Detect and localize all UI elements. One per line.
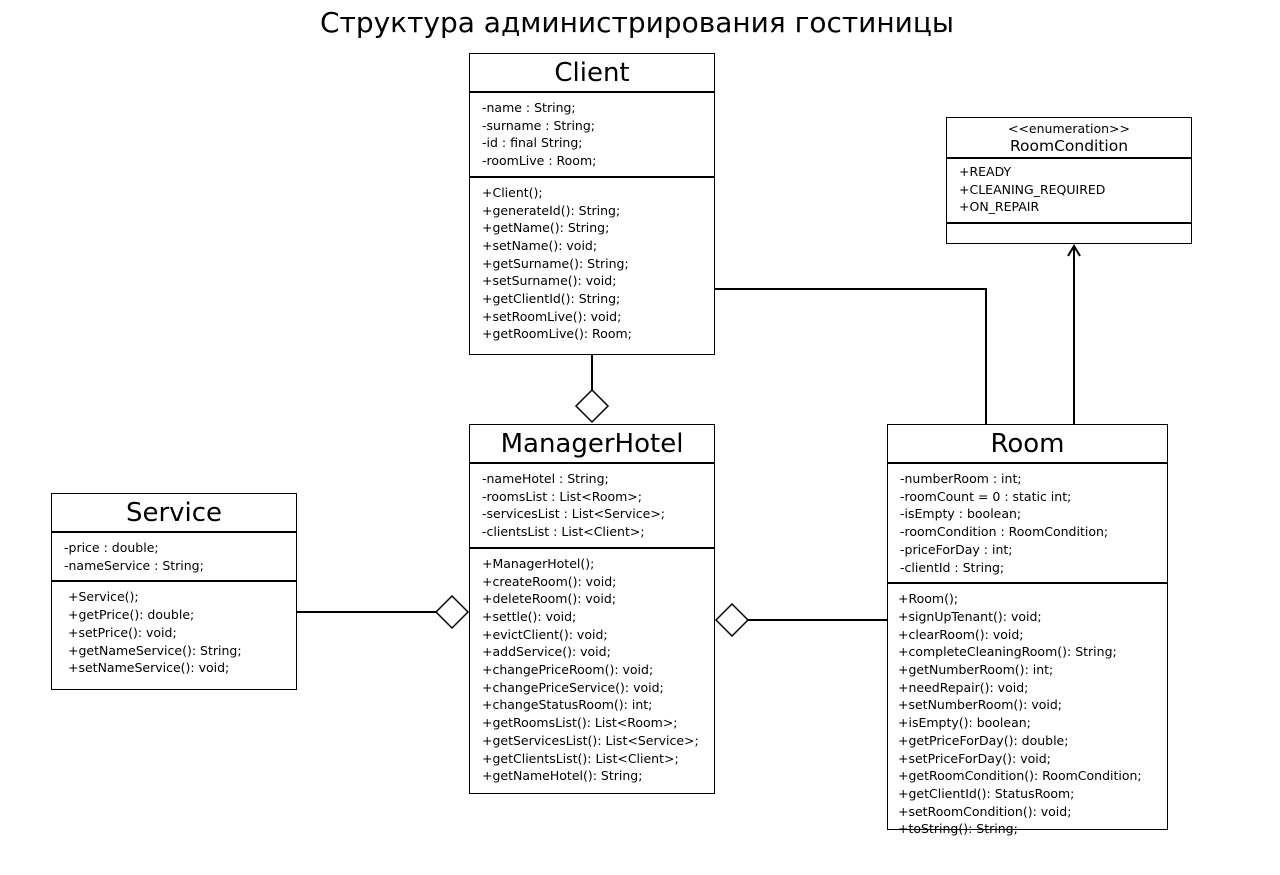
attribute: -servicesList : List<Service>; [482,506,666,522]
method: +getNameHotel(): String; [482,768,643,784]
method: +setNumberRoom(): void; [898,697,1062,713]
class-service-header: Service [52,494,296,533]
method: +getClientsList(): List<Client>; [482,750,679,766]
client-manager-aggregation-diamond [574,388,610,424]
class-name: Client [554,58,630,88]
method: +getNumberRoom(): int; [898,662,1054,678]
class-room-header: Room [888,425,1167,464]
method: +getPrice(): double; [68,607,195,623]
class-client-methods: +Client(); +generateId(): String; +getNa… [470,178,714,349]
class-room-attributes: -numberRoom : int; -roomCount = 0 : stat… [888,464,1167,585]
method: +Client(); [482,184,543,200]
class-client-attributes: -name : String; -surname : String; -id :… [470,93,714,178]
class-name: Room [990,429,1065,459]
class-roomcondition-attributes: +READY +CLEANING_REQUIRED +ON_REPAIR [947,159,1191,225]
method: +generateId(): String; [482,202,621,218]
class-name: ManagerHotel [500,429,684,459]
class-managerhotel-header: ManagerHotel [470,425,714,464]
method: +setRoomCondition(): void; [898,803,1072,819]
method: +getName(): String; [482,220,610,236]
class-name: Service [125,498,223,528]
method: +Room(); [898,591,959,607]
method: +createRoom(): void; [482,573,617,589]
attribute: -surname : String; [482,117,595,133]
enum-value: +ON_REPAIR [959,199,1040,215]
class-roomcondition-header: <<enumeration>> RoomCondition [947,118,1191,159]
method: +toString(): String; [898,821,1018,837]
class-service: Service -price : double; -nameService : … [51,493,297,690]
method: +getRoomLive(): Room; [482,326,632,342]
method: +getRoomCondition(): RoomCondition; [898,768,1142,784]
method: +ManagerHotel(); [482,555,595,571]
attribute: -roomCount = 0 : static int; [900,488,1072,504]
attribute: -id : final String; [482,135,583,151]
method: +settle(): void; [482,608,577,624]
method: +setName(): void; [482,237,598,253]
attribute: -clientId : String; [900,559,1005,575]
diagram-title: Структура администрирования гостиницы [319,6,955,39]
class-service-attributes: -price : double; -nameService : String; [52,533,296,583]
method: +getRoomsList(): List<Room>; [482,715,678,731]
method: +setPriceForDay(): void; [898,750,1051,766]
attribute: -roomLive : Room; [482,153,597,169]
attribute: -name : String; [482,100,576,115]
attribute: -price : double; [64,540,159,555]
method: +evictClient(): void; [482,626,608,642]
attribute: -numberRoom : int; [900,471,1022,486]
method: +setSurname(): void; [482,273,617,289]
method: +setPrice(): void; [68,624,177,640]
class-managerhotel: ManagerHotel -nameHotel : String; -rooms… [469,424,715,794]
room-manager-aggregation-diamond [714,602,750,638]
method: +getSurname(): String; [482,255,629,271]
method: +Service(); [68,589,139,605]
method: +addService(): void; [482,644,611,660]
method: +getClientId(): String; [482,291,621,307]
method: +changePriceService(): void; [482,679,664,695]
attribute: -isEmpty : boolean; [900,506,1022,522]
attribute: -nameHotel : String; [482,471,609,486]
method: +changeStatusRoom(): int; [482,697,653,713]
class-roomcondition-methods [947,224,1191,246]
roomcondition-arrowhead [1067,244,1081,257]
method: +getPriceForDay(): double; [898,732,1069,748]
class-managerhotel-attributes: -nameHotel : String; -roomsList : List<R… [470,464,714,549]
attribute: -roomCondition : RoomCondition; [900,524,1109,540]
attribute: -priceForDay : int; [900,541,1013,557]
method: +needRepair(): void; [898,679,1029,695]
class-client-header: Client [470,54,714,93]
service-manager-aggregation-diamond [434,594,470,630]
stereotype-label: <<enumeration>> [1007,121,1131,136]
method: +getServicesList(): List<Service>; [482,732,699,748]
method: +completeCleaningRoom(): String; [898,644,1117,660]
method: +signUpTenant(): void; [898,608,1042,624]
class-roomcondition: <<enumeration>> RoomCondition +READY +CL… [946,117,1192,244]
client-room-association [714,288,987,424]
class-service-methods: +Service(); +getPrice(): double; +setPri… [52,582,296,683]
method: +isEmpty(): boolean; [898,715,1031,731]
method: +clearRoom(): void; [898,626,1024,642]
method: +setRoomLive(): void; [482,308,622,324]
method: +setNameService(): void; [68,660,230,676]
class-managerhotel-methods: +ManagerHotel(); +createRoom(): void; +d… [470,549,714,791]
class-room-methods: +Room(); +signUpTenant(): void; +clearRo… [888,584,1167,844]
attribute: -clientsList : List<Client>; [482,524,645,540]
attribute: -roomsList : List<Room>; [482,488,642,504]
enum-value: +READY [959,164,1012,179]
enum-value: +CLEANING_REQUIRED [959,181,1106,197]
attribute: -nameService : String; [64,557,204,573]
method: +getClientId(): StatusRoom; [898,785,1075,801]
class-client: Client -name : String; -surname : String… [469,53,715,355]
method: +deleteRoom(): void; [482,591,617,607]
method: +getNameService(): String; [68,642,242,658]
class-name: RoomCondition [1009,137,1129,155]
method: +changePriceRoom(): void; [482,662,654,678]
class-room: Room -numberRoom : int; -roomCount = 0 :… [887,424,1168,836]
